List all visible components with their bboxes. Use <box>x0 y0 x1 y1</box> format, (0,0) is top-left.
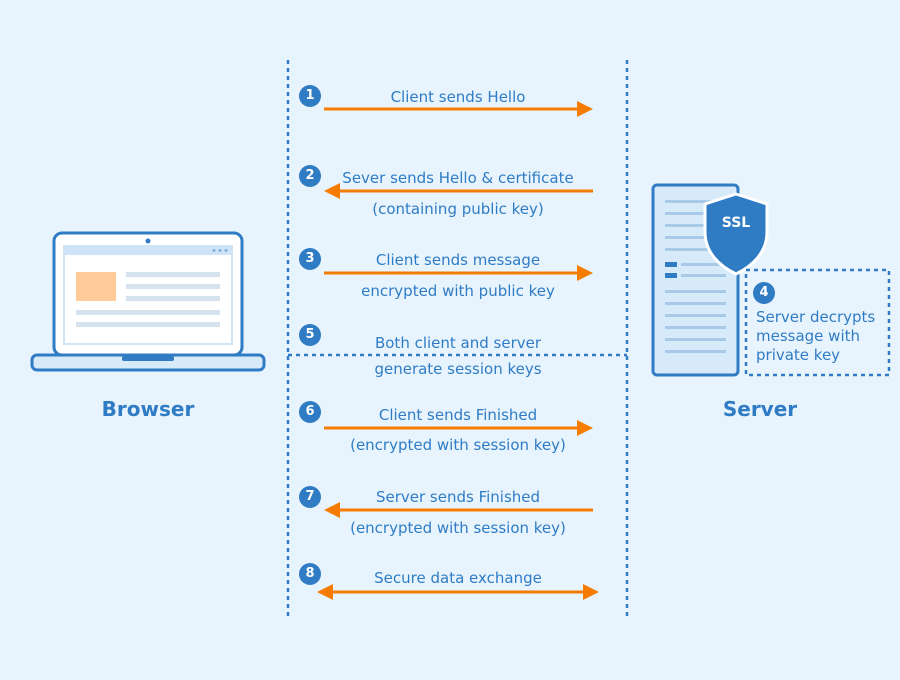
arrow-step-1 <box>324 101 593 117</box>
step-3-sublabel: encrypted with public key <box>361 282 555 300</box>
browser-title: Browser <box>101 397 195 421</box>
step-2-badge: 2 <box>299 165 321 187</box>
server-note-line-2: message with <box>756 327 861 345</box>
arrow-step-8 <box>317 584 599 600</box>
step-8-badge: 8 <box>299 563 321 585</box>
step-7-label: Server sends Finished <box>375 488 541 506</box>
step-2-sublabel: (containing public key) <box>372 200 544 218</box>
step-5-label: Both client and server <box>374 334 542 352</box>
arrow-step-2 <box>324 183 593 199</box>
step-5-sublabel: generate session keys <box>374 360 542 378</box>
step-1-badge: 1 <box>299 85 321 107</box>
step-6-badge: 6 <box>299 401 321 423</box>
server-note-box <box>744 268 891 377</box>
step-6-sublabel: (encrypted with session key) <box>350 436 566 454</box>
server-note-line-1: Server decrypts <box>756 308 876 326</box>
laptop-icon <box>30 231 266 372</box>
step-4-badge: 4 <box>753 282 775 304</box>
step-1-label: Client sends Hello <box>390 88 526 106</box>
arrow-step-7 <box>324 502 593 518</box>
step-3-label: Client sends message <box>375 251 541 269</box>
ssl-shield-icon <box>703 192 769 276</box>
arrow-step-3 <box>324 265 593 281</box>
step-8-label: Secure data exchange <box>374 569 542 587</box>
arrow-step-6 <box>324 420 593 436</box>
server-note-line-3: private key <box>756 346 841 364</box>
step-3-badge: 3 <box>299 248 321 270</box>
ssl-label: SSL <box>721 215 751 231</box>
server-note-text: Server decrypts message with private key <box>756 308 875 365</box>
step-7-badge: 7 <box>299 486 321 508</box>
server-title: Server <box>722 397 798 421</box>
step-5-badge: 5 <box>299 324 321 346</box>
step-2-label: Sever sends Hello & certificate <box>342 169 574 187</box>
step-6-label: Client sends Finished <box>378 406 538 424</box>
step-7-sublabel: (encrypted with session key) <box>350 519 566 537</box>
